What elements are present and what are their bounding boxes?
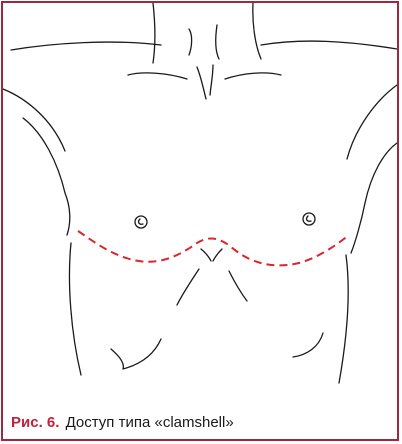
figure-caption-text: Доступ типа «clamshell»	[66, 414, 234, 431]
torso-illustration	[3, 3, 397, 403]
sternum-notch-right-line	[210, 65, 213, 95]
left-trapezius-line	[11, 42, 161, 50]
right-shoulder-line	[347, 85, 397, 159]
xiphoid-right-mark	[213, 249, 222, 261]
right-trapezius-line	[261, 41, 397, 49]
trachea-right-line	[216, 25, 219, 59]
sternum-notch-left-line	[197, 67, 206, 99]
right-clavicle-line	[225, 73, 281, 79]
left-rib-line	[177, 269, 199, 305]
figure-caption: Рис. 6. Доступ типа «clamshell»	[11, 413, 234, 433]
neck-left-line	[153, 3, 155, 63]
neck-right-line	[253, 3, 261, 59]
left-shoulder-line	[3, 89, 65, 151]
left-nipple-detail	[139, 219, 143, 224]
left-torso-side-line	[69, 243, 81, 375]
right-nipple-detail	[307, 216, 311, 221]
right-rib-line	[229, 271, 247, 301]
left-arm-line	[23, 118, 70, 235]
right-nipple-icon	[303, 213, 315, 225]
trachea-left-line	[189, 29, 192, 55]
right-arm-line	[351, 143, 397, 253]
left-clavicle-line	[128, 73, 187, 79]
right-torso-side-line	[339, 255, 348, 383]
figure-label: Рис. 6.	[11, 414, 59, 431]
right-abdomen-curve	[293, 333, 323, 357]
left-abdomen-curve	[111, 339, 161, 369]
xiphoid-left-mark	[201, 249, 211, 261]
left-nipple-icon	[135, 216, 147, 228]
